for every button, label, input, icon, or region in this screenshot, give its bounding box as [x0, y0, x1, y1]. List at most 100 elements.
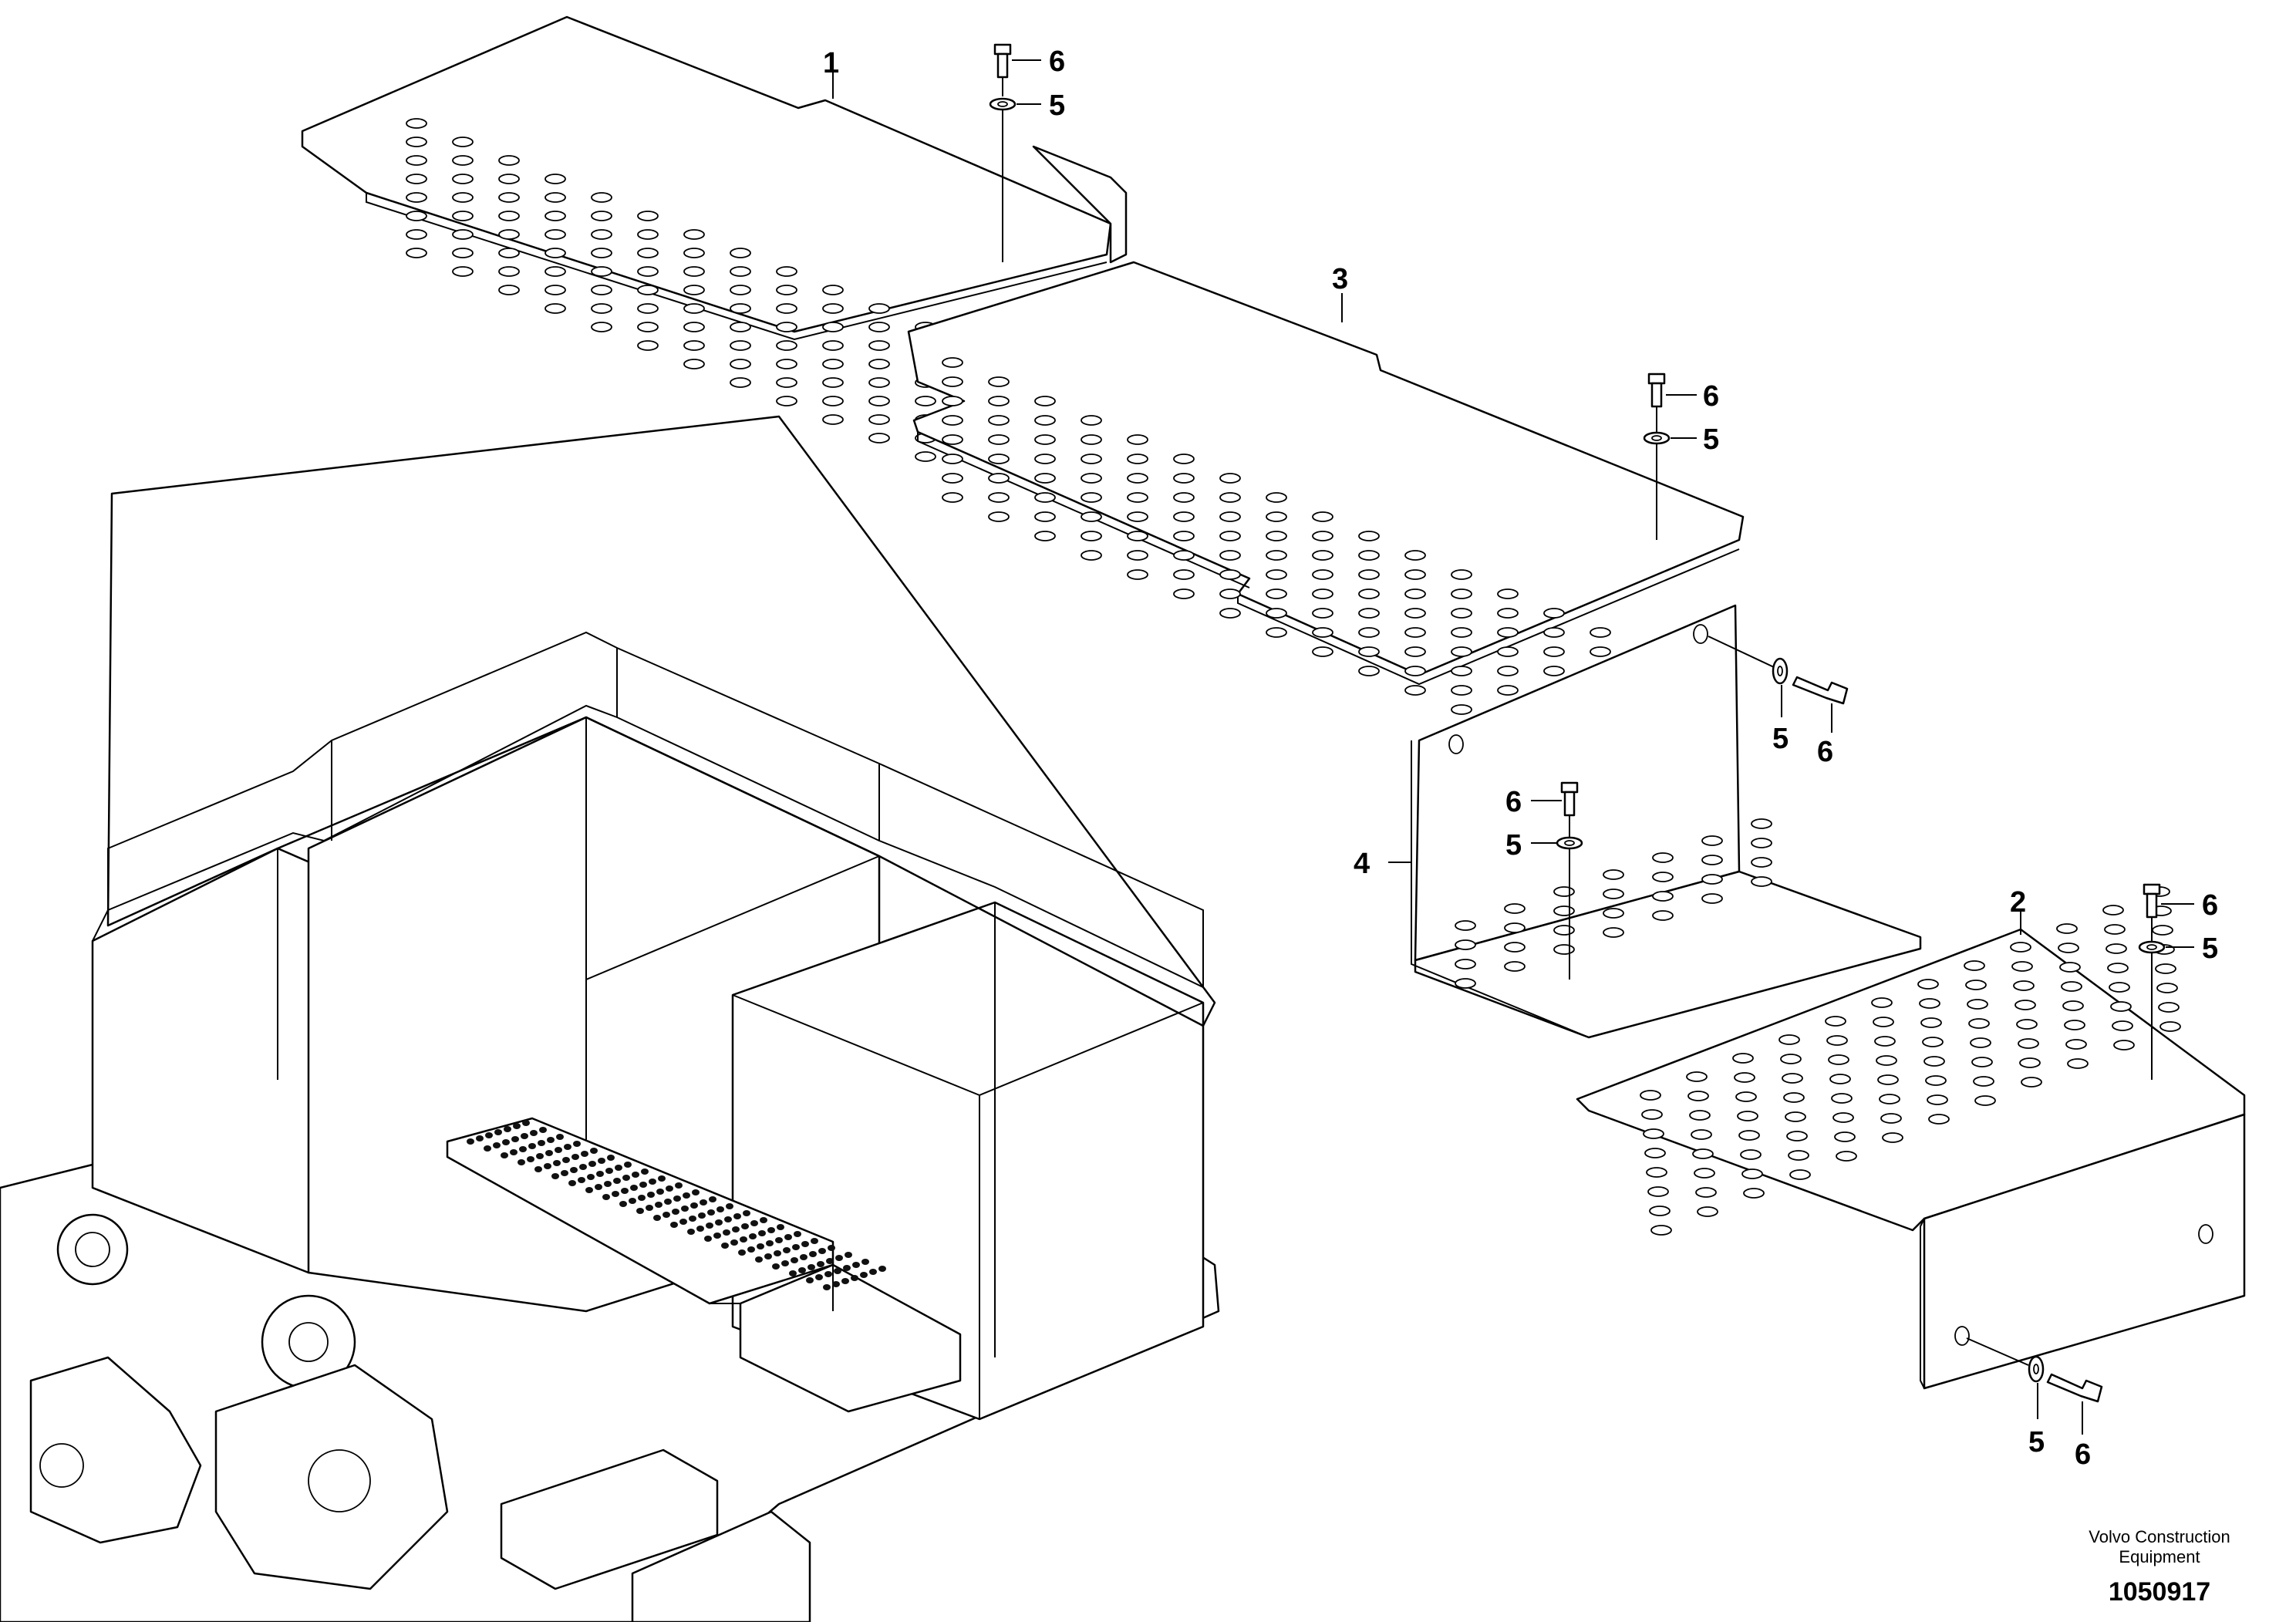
perforation	[2021, 1077, 2042, 1088]
perforation	[1694, 1168, 1715, 1179]
perforation	[1737, 1111, 1758, 1121]
perforation	[619, 1201, 627, 1207]
perforation	[1219, 588, 1241, 599]
perforation	[655, 1202, 663, 1208]
perforation	[1127, 531, 1148, 541]
fastener-set-c	[1708, 636, 1849, 733]
perforation	[1603, 908, 1624, 919]
perforation	[637, 248, 659, 258]
perforation	[632, 1172, 639, 1178]
perforation	[690, 1202, 698, 1209]
perforation	[2062, 1000, 2084, 1011]
perforation	[1829, 1074, 1851, 1084]
perforation	[1312, 608, 1333, 619]
perforation	[2156, 983, 2178, 993]
perforation	[834, 1268, 841, 1274]
perforation	[604, 1181, 612, 1187]
perforation	[741, 1223, 749, 1229]
perforation	[2016, 1019, 2038, 1030]
fastener-set-f	[1966, 1337, 2103, 1435]
perforation	[1687, 1091, 1709, 1101]
perforation	[730, 266, 751, 277]
perforation	[1925, 1075, 1947, 1086]
perforation	[824, 1271, 832, 1277]
panel-4-plate	[1411, 604, 1922, 1039]
perforation	[683, 248, 705, 258]
perforation	[653, 1215, 661, 1221]
perforation	[715, 1219, 723, 1226]
perforation	[806, 1277, 814, 1283]
perforation	[942, 492, 963, 503]
perforation	[1219, 492, 1241, 503]
perforation	[1735, 1091, 1757, 1102]
fastener-set-e	[2138, 883, 2194, 1080]
perforation	[988, 376, 1010, 387]
perforation	[1922, 1037, 1944, 1047]
perforation	[613, 1178, 621, 1184]
perforation	[1553, 944, 1575, 955]
perforation	[1127, 473, 1148, 484]
perforation	[1081, 492, 1102, 503]
perforation	[1778, 1034, 1800, 1045]
perforation	[1312, 646, 1333, 657]
perforation	[1312, 550, 1333, 561]
perforation	[1646, 1167, 1667, 1178]
perforation	[1504, 942, 1526, 953]
callout-screw-b: 6	[1703, 380, 1719, 413]
perforation	[1553, 925, 1575, 936]
perforation	[649, 1179, 656, 1185]
perforation	[605, 1168, 613, 1174]
perforation	[776, 377, 797, 388]
perforation	[1788, 1150, 1809, 1161]
perforation	[1127, 550, 1148, 561]
perforation	[1971, 1057, 1993, 1067]
perforation	[868, 303, 890, 314]
perforation	[2018, 1038, 2039, 1049]
perforation	[637, 340, 659, 351]
perforation	[1786, 1131, 1808, 1141]
perforation	[498, 174, 520, 184]
perforation	[1879, 1094, 1900, 1104]
perforation	[1081, 434, 1102, 445]
perforation	[607, 1155, 615, 1161]
perforation	[591, 322, 612, 332]
perforation	[723, 1229, 730, 1236]
perforation	[1740, 1149, 1762, 1160]
perforation	[2152, 925, 2173, 936]
callout-screw-e: 6	[2202, 889, 2218, 922]
perforation	[573, 1141, 581, 1147]
perforation	[1695, 1187, 1717, 1198]
perforation	[1266, 550, 1287, 561]
perforation	[1173, 550, 1195, 561]
perforation	[666, 1185, 673, 1192]
perforation	[757, 1243, 764, 1249]
perforation	[2102, 905, 2124, 916]
perforation	[452, 192, 474, 203]
perforation	[988, 434, 1010, 445]
perforation	[1497, 666, 1519, 676]
perforation	[1497, 685, 1519, 696]
perforation	[590, 1148, 598, 1154]
perforation	[484, 1145, 491, 1152]
perforation	[683, 285, 705, 295]
perforation	[1785, 1111, 1806, 1122]
perforation	[498, 211, 520, 221]
perforation	[647, 1192, 655, 1198]
perforation	[764, 1253, 772, 1259]
perforation	[553, 1160, 561, 1166]
perforation	[988, 415, 1010, 426]
perforation	[1081, 550, 1102, 561]
perforation	[1312, 588, 1333, 599]
perforation	[760, 1217, 767, 1223]
perforation	[826, 1258, 834, 1264]
perforation	[1834, 1131, 1856, 1142]
perforation	[776, 303, 797, 314]
perforation	[696, 1226, 704, 1232]
callout-screw-d: 6	[1505, 786, 1522, 818]
perforation	[1497, 646, 1519, 657]
perforation	[1873, 1017, 1894, 1027]
perforation	[2109, 982, 2130, 993]
perforation	[544, 248, 566, 258]
perforation	[1652, 872, 1674, 882]
perforation	[988, 473, 1010, 484]
